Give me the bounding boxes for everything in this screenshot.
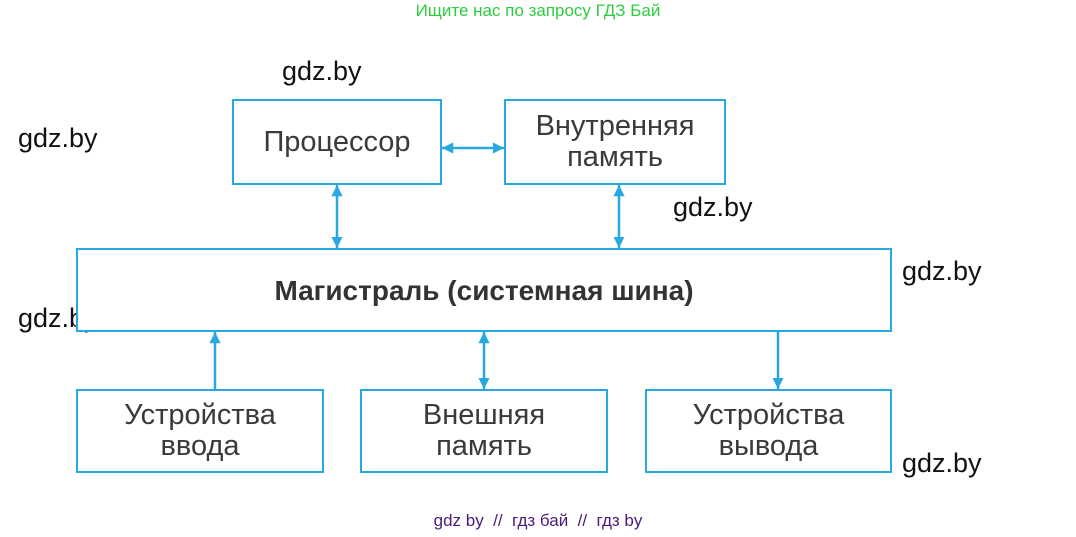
- watermark: gdz.by: [673, 192, 753, 222]
- watermark: gdz.by: [902, 256, 982, 286]
- external-memory-label-line2: память: [436, 430, 532, 462]
- input-devices-label-line1: Устройства: [124, 399, 276, 431]
- footer-links: gdz by // гдз бай // гдз by: [433, 511, 643, 530]
- system-bus-box: Магистраль (системная шина): [76, 248, 892, 332]
- watermark: gdz.by: [902, 448, 982, 478]
- output-devices-label-line1: Устройства: [692, 399, 845, 431]
- external-memory-box: Внешняя память: [360, 389, 608, 473]
- external-memory-label-line1: Внешняя: [422, 399, 546, 431]
- watermark: gdz.by: [18, 123, 98, 153]
- top-banner: Ищите нас по запросу ГДЗ Бай: [415, 1, 661, 20]
- internal-memory-label-line2: память: [567, 141, 663, 173]
- output-devices-label-line2: вывода: [718, 430, 819, 462]
- internal-memory-label-line1: Внутренняя: [535, 110, 695, 142]
- processor-box: Процессор: [232, 99, 442, 185]
- internal-memory-box: Внутренняя память: [504, 99, 726, 185]
- output-devices-box: Устройства вывода: [645, 389, 892, 473]
- system-bus-label: Магистраль (системная шина): [274, 274, 694, 306]
- input-devices-box: Устройства ввода: [76, 389, 324, 473]
- watermark: gdz.by: [282, 56, 362, 86]
- input-devices-label-line2: ввода: [160, 430, 240, 462]
- processor-label: Процессор: [263, 125, 411, 158]
